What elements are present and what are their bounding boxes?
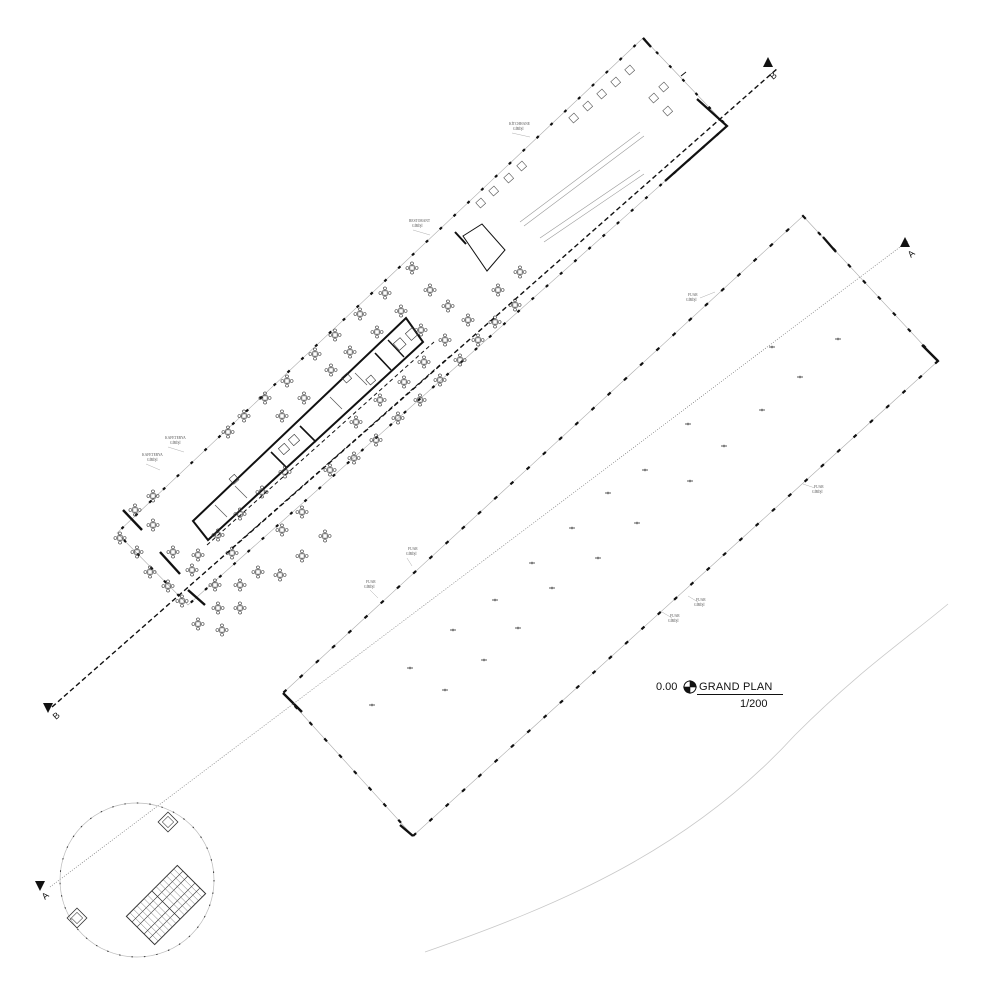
entrance-labels: KİTCHHANE GİRİŞİ RESTORANT GİRİŞİ KAFETE… [142, 121, 824, 623]
entrance-label-fair-4-line1: FUAR [366, 580, 376, 584]
entrance-label-fair-3-line2: GİRİŞİ [406, 551, 417, 556]
kitchen-wall [454, 231, 467, 245]
drawing-scale: 1/200 [740, 698, 768, 710]
entrance-label-fair-4-line2: GİRİŞİ [364, 584, 375, 589]
entrance-label-kitchen-line1: KİTCHHANE [509, 121, 531, 126]
entrance-label-fair-2-line1: FUAR [814, 485, 824, 489]
entrance-label-fair-3-line1: FUAR [408, 547, 418, 551]
title-underline [697, 694, 783, 695]
entrance-label-fair-1-line2: GİRİŞİ [686, 297, 697, 302]
entrance-label-cafeteria-2-line1: KAFETERYA [142, 453, 163, 457]
datum-marker-icon [683, 680, 697, 694]
entrance-label-fair-5-line2: GİRİŞİ [694, 602, 705, 607]
entrance-label-fair-5-line1: FUAR [696, 598, 706, 602]
section-label-a-left: A [40, 890, 51, 901]
hall-column-grid [368, 337, 842, 707]
terrain-contour [424, 603, 949, 953]
service-corridor [191, 316, 425, 542]
section-label-b-left: B [51, 710, 62, 721]
entrance-label-restaurant-line2: GİRİŞİ [412, 223, 423, 228]
elevation-value: 0.00 [656, 681, 678, 693]
north-building-outline [115, 36, 729, 607]
drawing-title-block: 0.00 GRAND PLAN 1/200 [650, 678, 790, 718]
entrance-label-cafeteria-2-line2: GİRİŞİ [147, 457, 158, 462]
circular-plaza [59, 802, 215, 958]
entrance-label-cafeteria-1-line2: GİRİŞİ [170, 440, 181, 445]
kitchen-block [462, 223, 506, 272]
exhibition-hall-outline [281, 214, 940, 838]
section-line-b [43, 57, 779, 713]
section-line-a [35, 237, 910, 891]
entrance-label-cafeteria-1-line1: KAFETERYA [165, 436, 186, 440]
section-label-b-right: B [768, 70, 779, 81]
kitchen-counters [519, 131, 645, 243]
entrance-label-kitchen-line2: GİRİŞİ [513, 126, 524, 131]
entrance-label-fair-6-line1: FUAR [670, 614, 680, 618]
entrance-label-fair-2-line2: GİRİŞİ [812, 489, 823, 494]
cafeteria-tables [113, 261, 527, 637]
restaurant-tables [475, 64, 674, 209]
entrance-label-restaurant-line1: RESTORANT [409, 219, 431, 223]
drawing-title: GRAND PLAN [699, 681, 773, 693]
entrance-label-fair-1-line1: FUAR [688, 293, 698, 297]
entrance-label-fair-6-line2: GİRİŞİ [668, 618, 679, 623]
section-label-a-right: A [906, 248, 917, 259]
